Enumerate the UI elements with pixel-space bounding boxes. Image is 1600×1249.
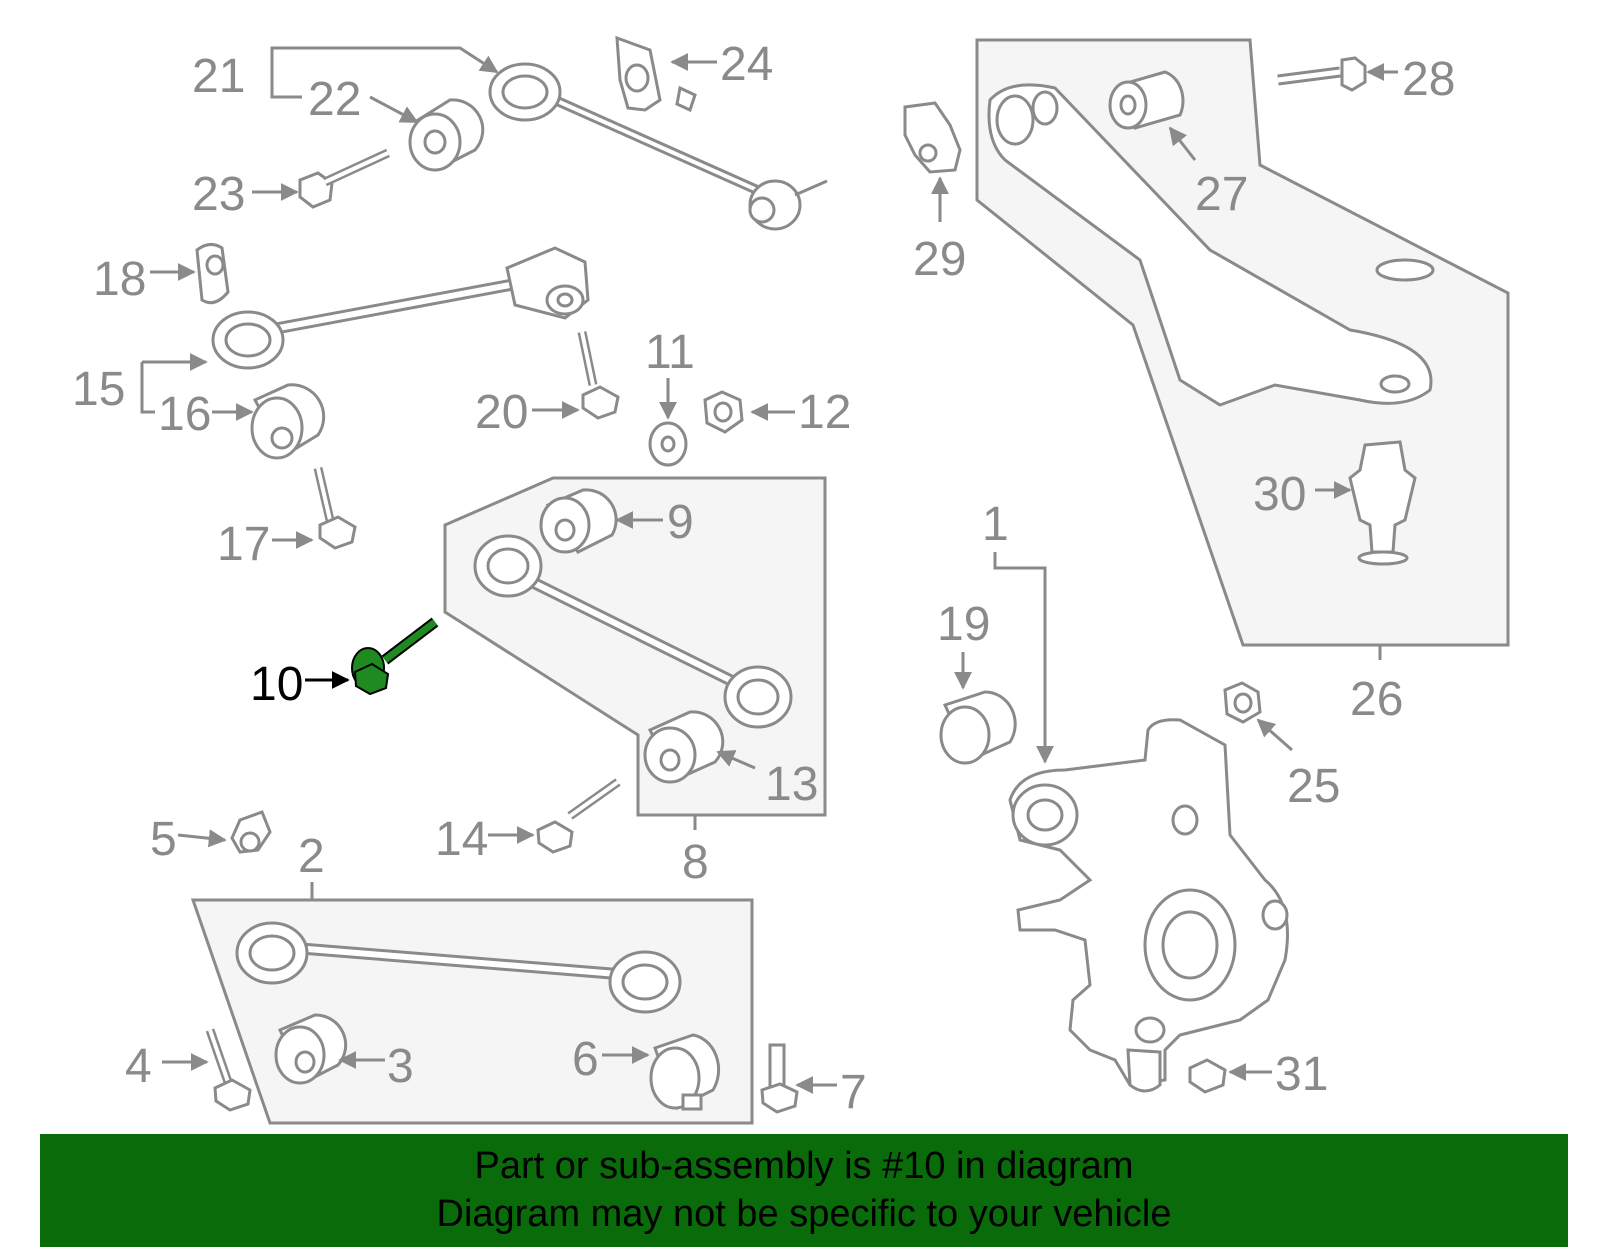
part-28-bolt[interactable] — [1277, 56, 1367, 92]
callout-25[interactable]: 25 — [1287, 760, 1340, 813]
part-16-bushing[interactable] — [250, 383, 326, 460]
callout-13[interactable]: 13 — [765, 758, 818, 811]
part-17-bolt[interactable] — [313, 466, 357, 550]
callout-22[interactable]: 22 — [308, 73, 361, 126]
part-29-bracket[interactable] — [903, 101, 962, 174]
part-21-link[interactable] — [488, 62, 828, 231]
callout-31[interactable]: 31 — [1275, 1048, 1328, 1101]
callout-29[interactable]: 29 — [913, 233, 966, 286]
part-19-bushing[interactable] — [939, 690, 1017, 765]
callout-9[interactable]: 9 — [667, 496, 694, 549]
callout-26[interactable]: 26 — [1350, 673, 1403, 726]
part-14-bolt[interactable] — [536, 778, 621, 854]
callout-16[interactable]: 16 — [158, 388, 211, 441]
callout-3[interactable]: 3 — [387, 1040, 414, 1093]
callout-14[interactable]: 14 — [435, 813, 488, 866]
part-20-bolt[interactable] — [577, 331, 620, 420]
part-5-bolt[interactable] — [230, 810, 272, 854]
callout-6[interactable]: 6 — [572, 1033, 599, 1086]
callout-7[interactable]: 7 — [840, 1066, 867, 1119]
banner-line-2: Diagram may not be specific to your vehi… — [436, 1193, 1172, 1235]
callout-17[interactable]: 17 — [217, 518, 270, 571]
part-9-bushing[interactable] — [539, 488, 618, 554]
callout-1[interactable]: 1 — [982, 498, 1009, 551]
part-11-washer[interactable] — [648, 421, 688, 467]
part-7-bolt[interactable] — [760, 1043, 799, 1114]
part-30-mount[interactable] — [1348, 440, 1417, 566]
callout-labels: 21 22 24 23 18 15 16 17 20 11 12 9 10 13… — [72, 38, 1455, 1119]
info-banner: Part or sub-assembly is #10 in diagram D… — [40, 1134, 1568, 1247]
callout-24[interactable]: 24 — [720, 38, 773, 91]
callout-11[interactable]: 11 — [645, 326, 695, 379]
callout-10[interactable]: 10 — [250, 658, 303, 711]
callout-5[interactable]: 5 — [150, 813, 177, 866]
callout-8[interactable]: 8 — [682, 836, 709, 889]
part-8-link[interactable] — [473, 534, 793, 729]
callout-19[interactable]: 19 — [937, 598, 990, 651]
part-26-crossmember[interactable] — [987, 83, 1435, 407]
part-24-bracket[interactable] — [615, 35, 697, 113]
part-22-bushing[interactable] — [408, 98, 485, 172]
leader-lines — [140, 46, 1398, 1094]
part-6-bushing[interactable] — [649, 1033, 721, 1111]
callout-15[interactable]: 15 — [72, 363, 125, 416]
callout-30[interactable]: 30 — [1253, 468, 1306, 521]
part-4-bolt[interactable] — [205, 1028, 252, 1112]
part-13-bushing[interactable] — [643, 710, 725, 784]
part-12-nut[interactable] — [703, 390, 744, 434]
part-15-link[interactable] — [211, 246, 590, 370]
callout-20[interactable]: 20 — [475, 386, 528, 439]
part-10-bolt[interactable] — [351, 617, 439, 696]
callout-2[interactable]: 2 — [298, 830, 325, 883]
callout-21[interactable]: 21 — [192, 50, 245, 103]
callout-12[interactable]: 12 — [798, 386, 851, 439]
callout-18[interactable]: 18 — [93, 253, 146, 306]
part-31-nut[interactable] — [1188, 1058, 1227, 1094]
part-2-link[interactable] — [235, 921, 682, 1014]
callout-28[interactable]: 28 — [1402, 53, 1455, 106]
part-25-nut[interactable] — [1223, 681, 1262, 724]
callout-4[interactable]: 4 — [125, 1040, 152, 1093]
part-27-bushing[interactable] — [1108, 70, 1185, 130]
banner-line-1: Part or sub-assembly is #10 in diagram — [474, 1145, 1134, 1187]
part-18-bracket[interactable] — [195, 243, 230, 305]
callout-23[interactable]: 23 — [192, 168, 245, 221]
callout-27[interactable]: 27 — [1195, 168, 1248, 221]
part-1-knuckle[interactable] — [1008, 718, 1289, 1093]
part-23-bolt[interactable] — [298, 148, 390, 209]
